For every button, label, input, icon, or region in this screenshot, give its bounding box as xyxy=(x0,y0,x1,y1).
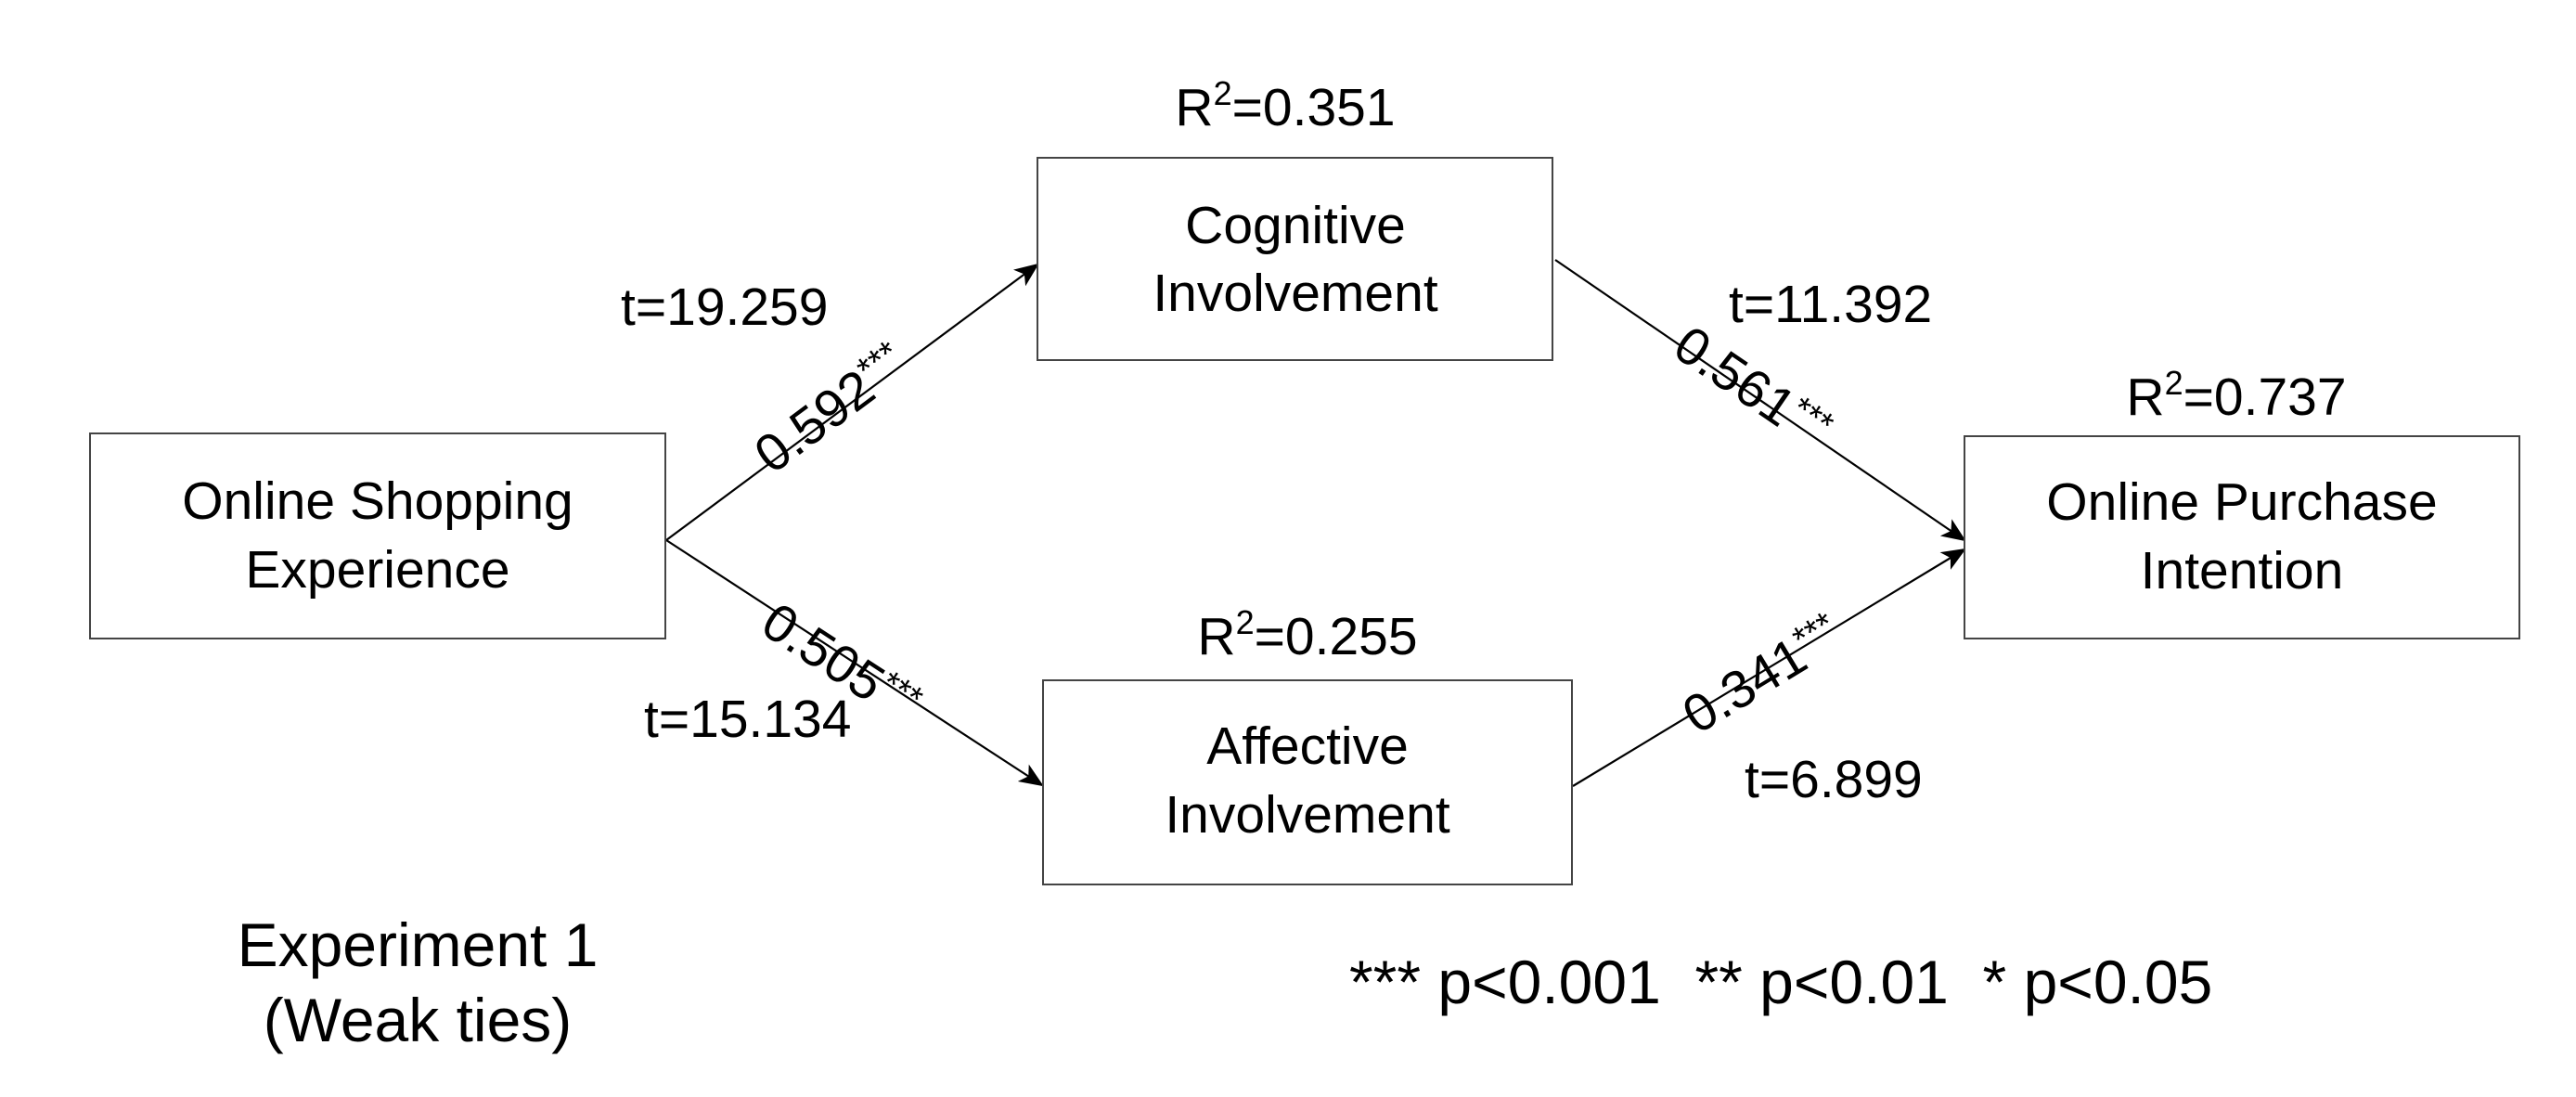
node-online-purchase-intention: Online Purchase Intention R2=0.737 xyxy=(1964,364,2520,639)
node-box xyxy=(1037,157,1553,361)
node-label-line2: Involvement xyxy=(1153,264,1437,323)
node-box xyxy=(89,432,666,639)
t-value-cog-int: t=11.392 xyxy=(1729,275,1932,334)
arrow-line xyxy=(1554,259,1966,542)
node-cognitive-involvement: Cognitive Involvement R2=0.351 xyxy=(1037,74,1553,361)
t-value-aff-int: t=6.899 xyxy=(1745,750,1923,809)
arrow-line xyxy=(1572,548,1966,787)
node-label-line1: Affective xyxy=(1206,716,1409,776)
experiment-caption: Experiment 1 (Weak ties) xyxy=(238,910,599,1054)
node-online-shopping-experience: Online Shopping Experience xyxy=(89,432,666,639)
r-squared-label: R2=0.351 xyxy=(1175,74,1395,137)
r-squared-label: R2=0.737 xyxy=(2126,364,2346,427)
caption-line2: (Weak ties) xyxy=(264,986,573,1054)
r-squared-label: R2=0.255 xyxy=(1197,603,1417,666)
node-box xyxy=(1042,679,1573,885)
node-label-line2: Intention xyxy=(2141,541,2344,600)
edge-experience-to-cognitive xyxy=(665,263,1039,541)
edge-cognitive-to-intention xyxy=(1554,259,1966,542)
node-label-line1: Online Purchase xyxy=(2046,472,2437,532)
node-box xyxy=(1964,435,2520,639)
t-value-exp-aff: t=15.134 xyxy=(644,690,851,749)
arrow-line xyxy=(665,539,1044,787)
arrow-line xyxy=(665,263,1039,541)
significance-legend: *** p<0.001 ** p<0.01 * p<0.05 xyxy=(1349,948,2212,1016)
node-affective-involvement: Affective Involvement R2=0.255 xyxy=(1042,603,1573,885)
node-label-line2: Involvement xyxy=(1165,785,1449,845)
path-coefficient-aff-int: 0.341*** xyxy=(1673,605,1852,746)
edge-affective-to-intention xyxy=(1572,548,1966,787)
edge-experience-to-affective xyxy=(665,539,1044,787)
caption-line1: Experiment 1 xyxy=(238,910,599,979)
node-label-line1: Cognitive xyxy=(1185,196,1406,255)
path-coefficient-cog-int: 0.561*** xyxy=(1664,315,1841,462)
node-label-line1: Online Shopping xyxy=(182,471,573,531)
node-label-line2: Experience xyxy=(245,540,509,600)
t-value-exp-cog: t=19.259 xyxy=(621,277,828,337)
path-coefficient-exp-cog: 0.592*** xyxy=(744,333,919,484)
